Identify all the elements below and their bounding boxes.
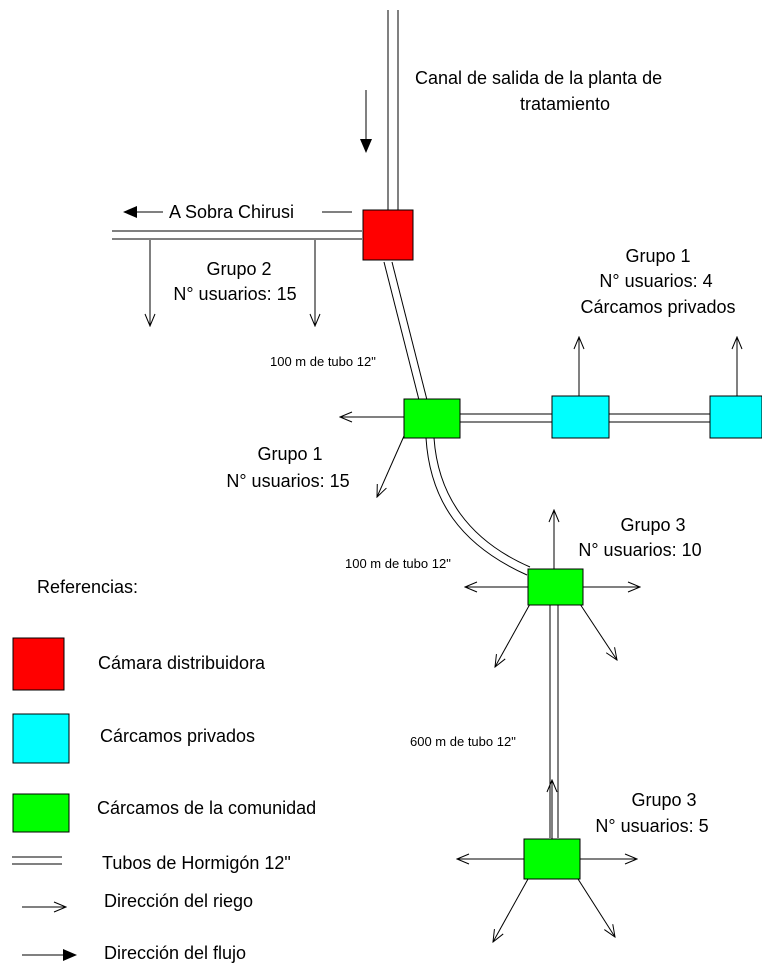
grupo3b-name: Grupo 3 [631,790,696,810]
carcamo-comunidad-grupo1 [403,398,461,439]
irrigation-arrows-privados [579,337,737,396]
carcamo-privado-2 [709,395,762,439]
legend-swatch-camara [12,637,65,691]
legend-swatch-comunidad [12,793,70,833]
grupo2-users: N° usuarios: 15 [173,284,296,304]
grupo1-privados-name: Grupo 1 [625,246,690,266]
legend-label-camara: Cámara distribuidora [98,653,266,673]
irrigation-arrows-grupo1 [340,417,405,497]
legend-label-comunidad: Cárcamos de la comunidad [97,798,316,818]
tubo-label-2: 100 m de tubo 12" [345,556,451,571]
carcamo-comunidad-grupo3b [523,838,581,880]
pipe-grupo1-to-privados [460,413,710,423]
legend-pipe-symbol [12,856,62,865]
legend-label-flujo: Dirección del flujo [104,943,246,963]
grupo3a-name: Grupo 3 [620,515,685,535]
camara-distribuidora-node [362,209,414,261]
legend-label-tubos: Tubos de Hormigón 12" [102,853,291,873]
sobra-chirusi-pipe [112,230,362,240]
grupo2-name: Grupo 2 [206,259,271,279]
main-canal-pipe [387,10,399,210]
irrigation-arrows-grupo3a [465,510,640,667]
grupo1-privados-users: N° usuarios: 4 [599,271,712,291]
canal-label-line1: Canal de salida de la planta de [415,68,662,88]
canal-label-line2: tratamiento [520,94,610,114]
grupo1-name: Grupo 1 [257,444,322,464]
legend-label-riego: Dirección del riego [104,891,253,911]
legend-label-privados: Cárcamos privados [100,726,255,746]
grupo1-users: N° usuarios: 15 [226,471,349,491]
tubo-label-3: 600 m de tubo 12" [410,734,516,749]
sobra-chirusi-label: A Sobra Chirusi [169,202,294,222]
tubo-label-1: 100 m de tubo 12" [270,354,376,369]
pipe-grupo3a-to-grupo3b [549,605,559,838]
irrigation-arrows-grupo2 [150,240,315,326]
pipe-grupo1-to-grupo3a [425,437,531,576]
carcamo-comunidad-grupo3a [527,568,584,606]
grupo1-privados-desc: Cárcamos privados [580,297,735,317]
legend: Referencias: Cámara distribuidora Cárcam… [12,577,316,963]
pipe-camara-to-grupo1 [383,261,428,401]
grupo3b-users: N° usuarios: 5 [595,816,708,836]
legend-title: Referencias: [37,577,138,597]
legend-swatch-privados [12,713,70,764]
carcamo-privado-1 [551,395,610,439]
irrigation-arrows-grupo3b [457,780,637,942]
grupo3a-users: N° usuarios: 10 [578,540,701,560]
